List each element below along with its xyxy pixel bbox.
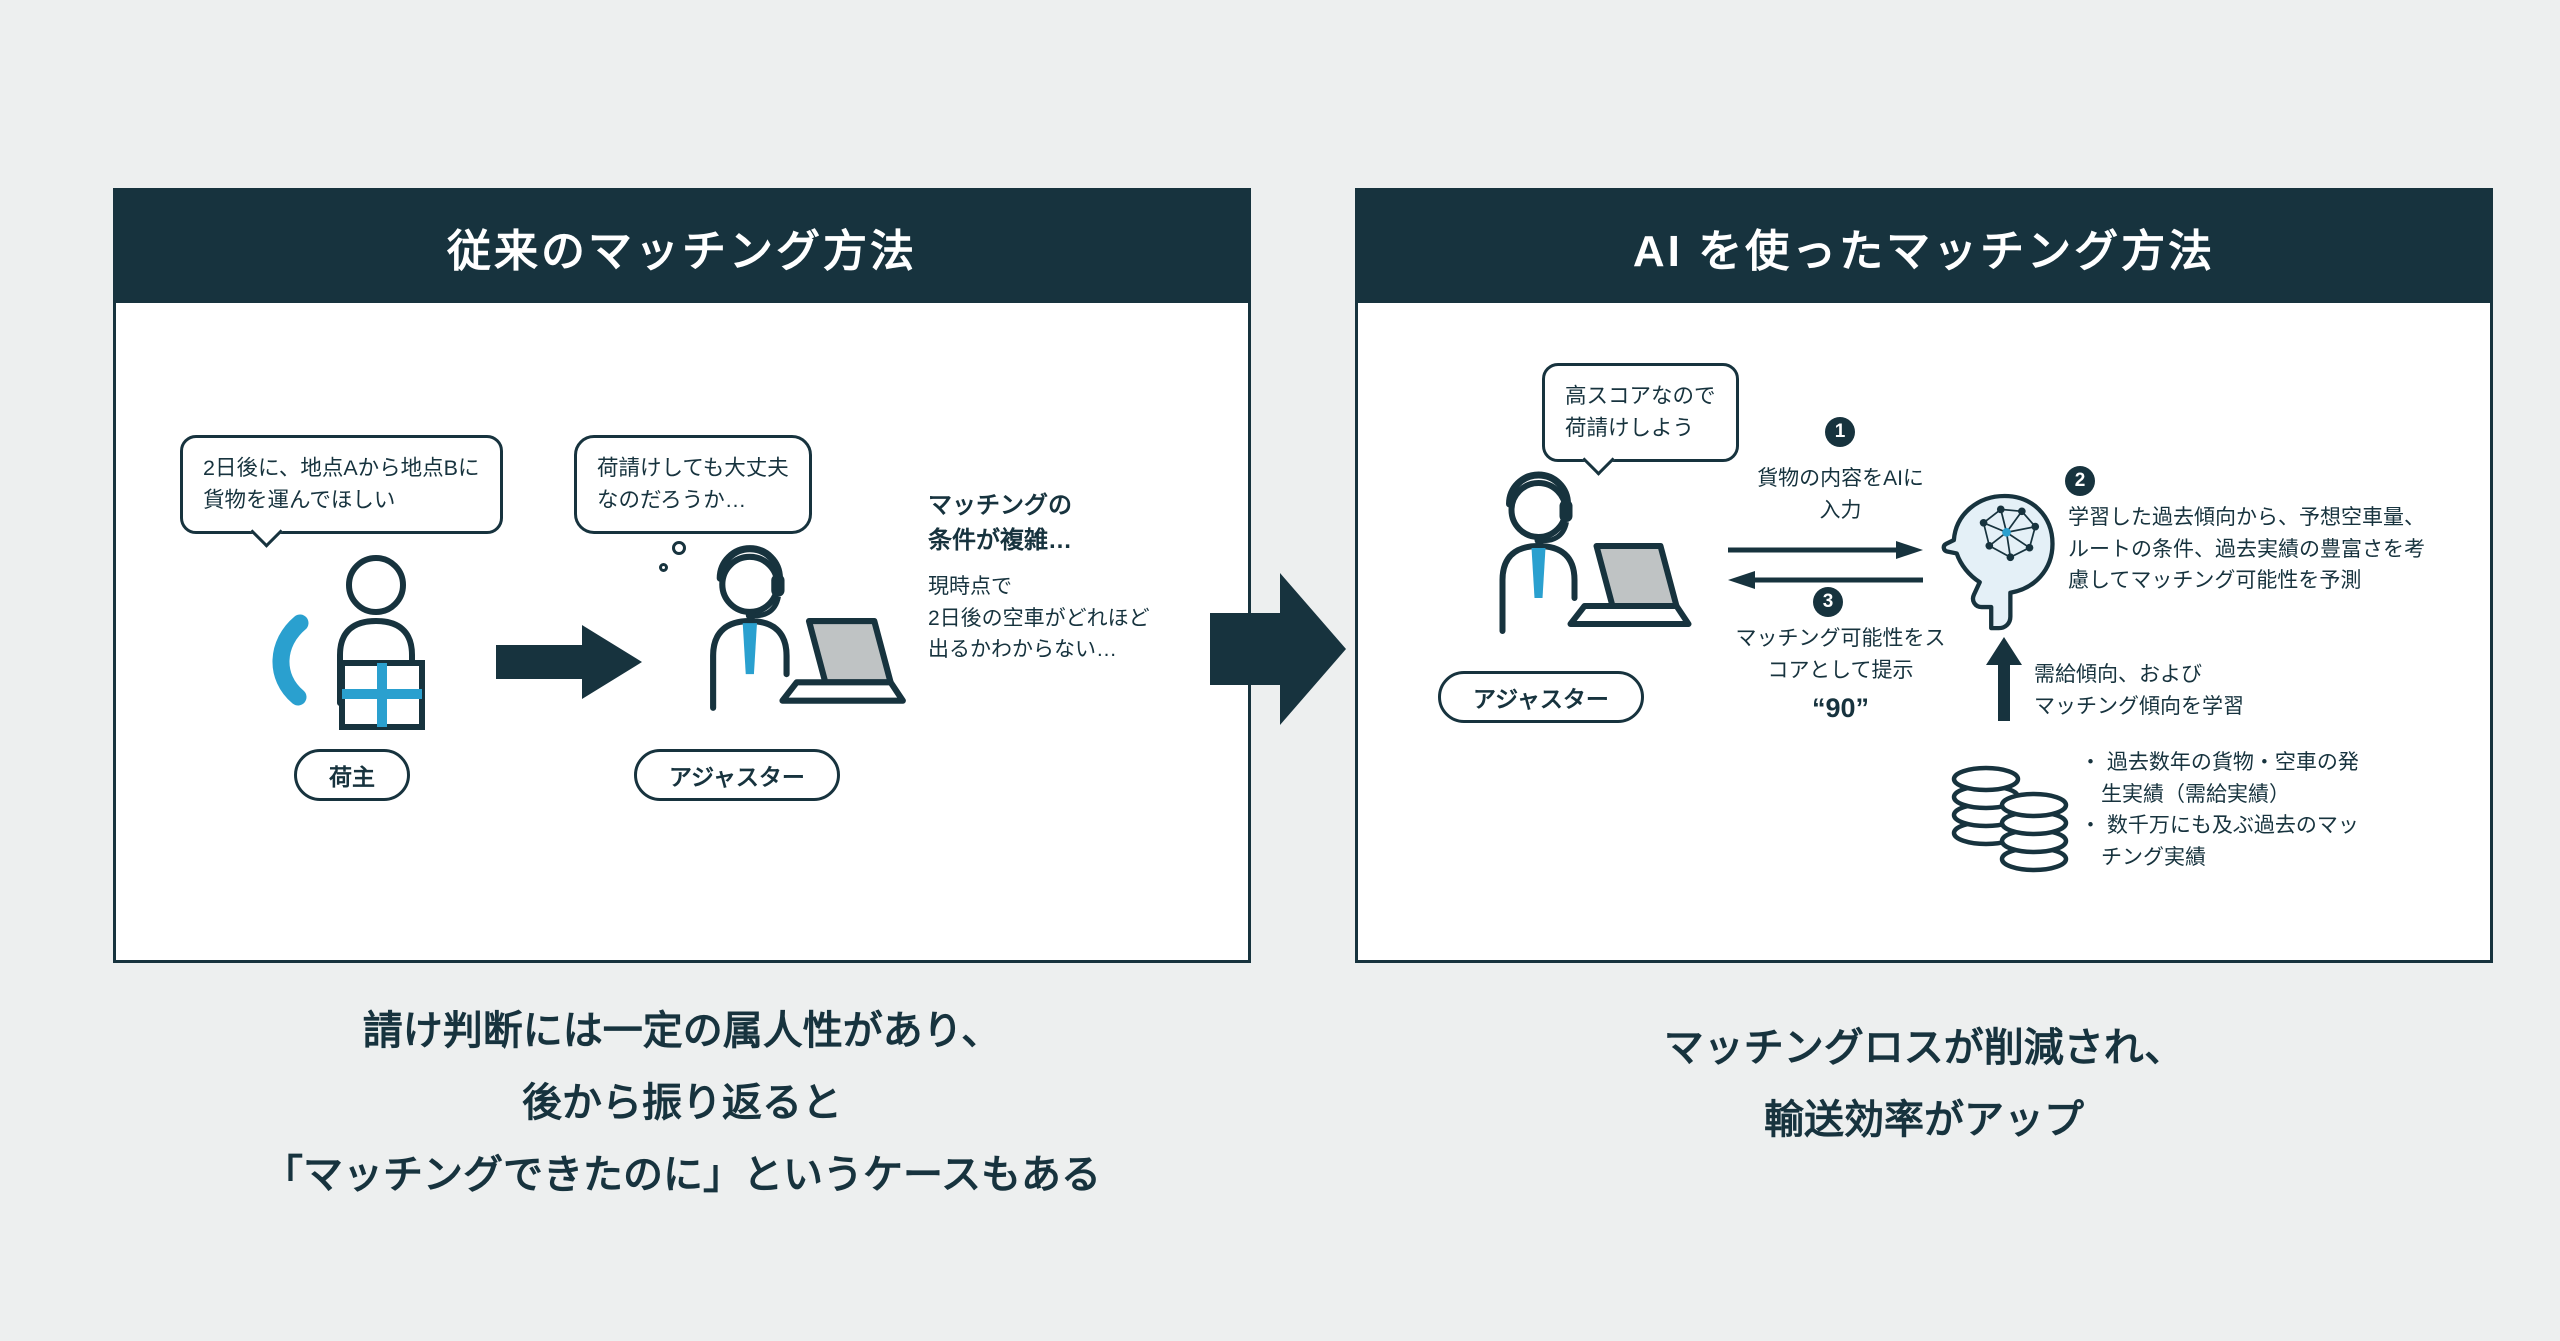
shipper-speech-bubble: 2日後に、地点Aから地点Bに 貨物を運んでほしい — [180, 435, 503, 534]
shipper-label: 荷主 — [294, 749, 410, 801]
shipper-person-icon — [244, 547, 490, 743]
arrow-up-learn-icon — [1986, 637, 2022, 721]
step-2-badge: 2 — [2065, 466, 2095, 496]
step-1-badge: 1 — [1825, 417, 1855, 447]
headset-icon — [1506, 471, 1571, 508]
ai-adjuster-speech-bubble: 高スコアなので 荷請けしよう — [1542, 363, 1739, 462]
step-2-text: 学習した過去傾向から、予想空車量、 ルートの条件、過去実績の豊富さを考 慮してマ… — [2068, 506, 2425, 592]
tie-icon — [742, 623, 757, 675]
thought-dot-small — [659, 563, 668, 572]
step-3-badge: 3 — [1813, 587, 1843, 617]
panel-title-traditional: 従来のマッチング方法 — [116, 191, 1248, 303]
step-1-text: 貨物の内容をAIに 入力 — [1757, 467, 1924, 522]
adjuster-label: アジャスター — [634, 749, 840, 801]
caption-ai: マッチングロスが削減され、 輸送効率がアップ — [1663, 1026, 2185, 1142]
transition-arrow-icon — [1210, 573, 1346, 725]
problem-title: マッチングの 条件が複雑… — [928, 492, 1072, 554]
arrow-right-icon — [496, 625, 642, 699]
learn-text: 需給傾向、および マッチング傾向を学習 — [2034, 663, 2244, 718]
arrow-to-ai-icon — [1728, 541, 1923, 559]
arrow-from-ai-icon — [1728, 571, 1923, 589]
adjuster-thought-bubble: 荷請けしても大丈夫 なのだろうか… — [574, 435, 812, 534]
thought-dot-large — [672, 541, 686, 555]
caption-traditional: 請け判断には一定の属人性があり、 後から振り返ると 「マッチングできたのに」とい… — [263, 1009, 1101, 1197]
database-icon — [1946, 743, 2076, 883]
panel-body-traditional: 2日後に、地点Aから地点Bに 貨物を運んでほしい 荷主 荷 — [116, 303, 1248, 960]
headset-icon — [716, 545, 783, 582]
tie-icon — [1531, 548, 1546, 598]
ai-adjuster-label: アジャスター — [1438, 671, 1644, 723]
panel-traditional-matching: 従来のマッチング方法 2日後に、地点Aから地点Bに 貨物を運んでほしい 荷主 — [113, 188, 1251, 963]
score-value: “90” — [1811, 693, 1870, 723]
adjuster-person-icon — [656, 539, 911, 744]
database-bullets: ・ 過去数年の貨物・空車の発 生実績（需給実績） ・ 数千万にも及ぶ過去のマッ … — [2080, 751, 2359, 869]
panel-title-ai: AI を使ったマッチング方法 — [1358, 191, 2490, 303]
panel-ai-matching: AI を使ったマッチング方法 高スコアなので 荷請けしよう アジャスター — [1355, 188, 2493, 963]
problem-body: 現時点で 2日後の空車がどれほど 出るかわからない… — [928, 575, 1150, 661]
panel-body-ai: 高スコアなので 荷請けしよう アジャスター 1 貨物の内容をAIに — [1358, 303, 2490, 960]
step-3-text: マッチング可能性をス コアとして提示 — [1735, 627, 1946, 682]
ai-adjuster-person-icon — [1444, 466, 1699, 666]
ai-brain-head-icon — [1932, 473, 2060, 631]
laptop-icon — [805, 618, 894, 686]
laptop-icon — [1593, 543, 1680, 609]
phone-icon — [272, 614, 309, 706]
